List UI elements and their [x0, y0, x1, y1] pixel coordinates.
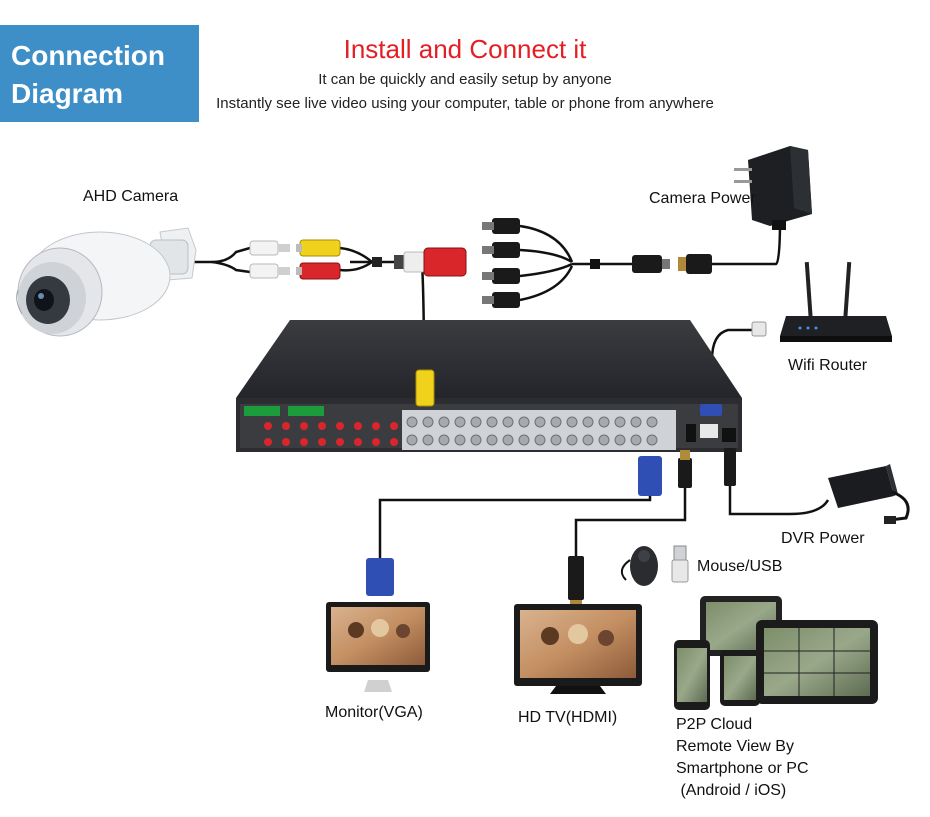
label-camera-power: Camera Power [649, 190, 756, 207]
usb-icon [671, 545, 689, 583]
bnc-ports [406, 416, 658, 446]
dvr-icon [236, 320, 742, 452]
badge-line-1: Connection [11, 40, 165, 71]
label-monitor-vga: Monitor(VGA) [325, 704, 423, 721]
power-adapter-icon [734, 146, 812, 230]
output-plugs [638, 448, 736, 496]
power-splitter [482, 218, 712, 308]
label-wifi-router: Wifi Router [788, 357, 868, 374]
rca-connectors [249, 239, 467, 280]
label-p2p-1: P2P Cloud [676, 716, 753, 733]
label-hd-tv: HD TV(HDMI) [518, 709, 618, 726]
subtitle-1: It can be quickly and easily setup by an… [318, 71, 612, 88]
page-title: Install and Connect it [343, 34, 587, 64]
mouse-icon [620, 546, 658, 586]
subtitle-2: Instantly see live video using your comp… [216, 95, 714, 112]
smartphone-icon [674, 640, 760, 710]
label-mouse-usb: Mouse/USB [697, 558, 783, 575]
vga-plug [366, 558, 394, 596]
laptop-icon [756, 620, 878, 704]
badge-line-2: Diagram [11, 78, 124, 109]
label-p2p-3: Smartphone or PC [676, 760, 809, 777]
monitor-icon [326, 602, 430, 692]
router-icon [703, 261, 892, 385]
label-p2p-4: (Android / iOS) [676, 782, 787, 799]
connection-diagram-badge: Connection Diagram [0, 25, 199, 122]
tv-icon [514, 604, 642, 694]
dvr-power-adapter-icon [828, 464, 910, 524]
hdmi-plug [568, 556, 584, 600]
label-dvr-power: DVR Power [781, 530, 865, 547]
audio-ports [264, 422, 398, 446]
label-ahd-camera: AHD Camera [83, 188, 179, 205]
camera-icon [16, 227, 197, 337]
label-p2p-2: Remote View By [676, 738, 794, 755]
